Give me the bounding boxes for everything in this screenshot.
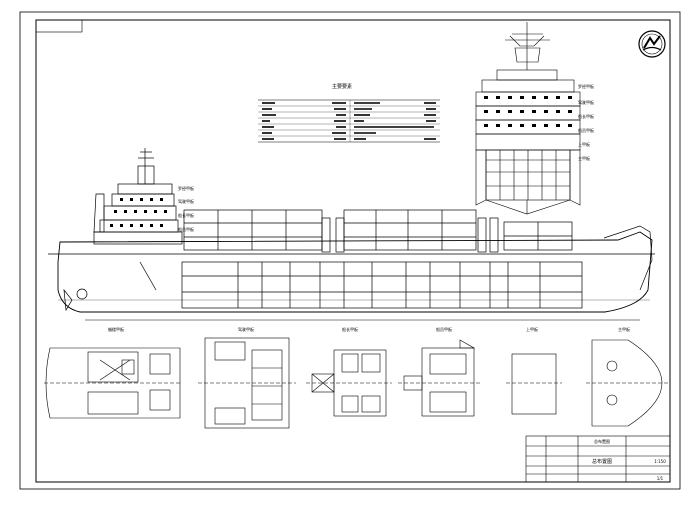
front-view	[475, 22, 581, 215]
scale-text: 1:150	[654, 459, 666, 464]
plan-view-2	[198, 337, 296, 429]
deck-label: 船长甲板	[178, 212, 194, 218]
front-view-windows	[484, 96, 572, 127]
deck-label: 罗经甲板	[178, 185, 194, 191]
plan-view-1	[44, 347, 182, 419]
outer-frame	[19, 11, 681, 490]
sheet-number: 1/1	[657, 476, 664, 481]
plan-view-4	[398, 339, 480, 417]
view-label: 船长甲板	[342, 326, 358, 332]
main-particulars-table: 主要要素	[258, 83, 440, 143]
title-block-right: 总布置图	[592, 458, 612, 465]
view-labels: 艏楼甲板 驾驶甲板 船长甲板 船员甲板 上甲板 主甲板	[108, 326, 630, 332]
left-deck-labels: 罗经甲板 驾驶甲板 船长甲板 船员甲板	[178, 185, 194, 232]
plan-view-6	[586, 339, 668, 427]
view-label: 主甲板	[618, 326, 630, 332]
profile-view	[48, 148, 655, 313]
deck-label: 船长甲板	[578, 113, 594, 119]
view-label: 艏楼甲板	[108, 326, 124, 332]
plan-view-5	[506, 353, 562, 415]
deck-label: 罗经甲板	[578, 83, 594, 89]
deck-label: 主甲板	[578, 155, 590, 161]
corner-tag	[35, 19, 83, 33]
plan-view-3	[306, 349, 392, 417]
spec-title: 主要要素	[332, 83, 352, 90]
deck-label: 船员甲板	[578, 127, 594, 133]
deck-label: 驾驶甲板	[178, 198, 194, 204]
deck-label: 驾驶甲板	[578, 99, 594, 105]
company-seal-icon	[638, 30, 666, 58]
deck-label: 船员甲板	[178, 226, 194, 232]
view-label: 上甲板	[526, 326, 538, 332]
right-deck-labels: 罗经甲板 驾驶甲板 船长甲板 船员甲板 上甲板 主甲板	[578, 83, 594, 161]
title-block	[525, 435, 671, 483]
profile-windows	[110, 198, 167, 227]
inner-frame	[35, 19, 671, 483]
view-label: 驾驶甲板	[238, 326, 254, 332]
view-label: 船员甲板	[436, 326, 452, 332]
deck-label: 上甲板	[578, 141, 590, 147]
title-block-label: 总布置图	[594, 438, 610, 444]
